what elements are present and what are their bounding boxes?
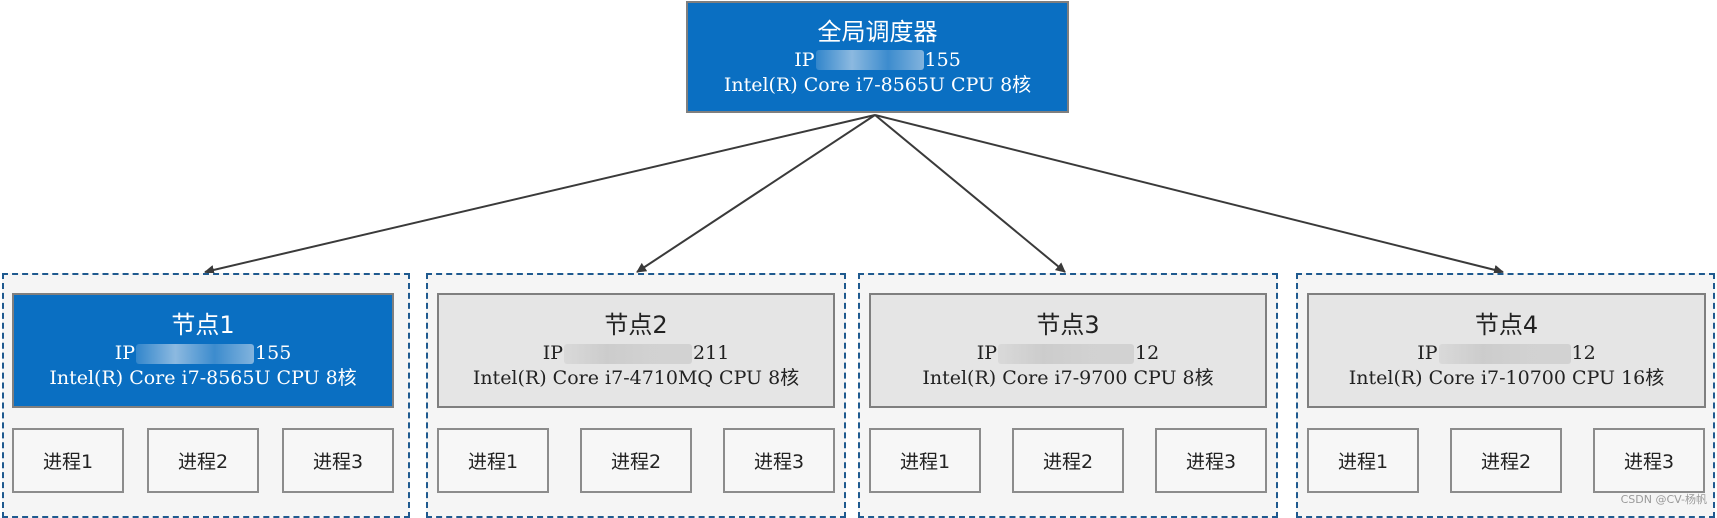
node-1-process-1: 进程1: [12, 428, 124, 493]
watermark: CSDN @CV-杨帆: [1620, 493, 1707, 506]
node-3-cpu: Intel(R) Core i7-9700 CPU 8核: [922, 367, 1214, 390]
scheduler-cpu: Intel(R) Core i7-8565U CPU 8核: [723, 73, 1032, 96]
node-3-title: 节点3: [1036, 311, 1100, 340]
node-2-ip: IP 211: [542, 342, 730, 365]
node-3-ip: IP 12: [976, 342, 1160, 365]
node-3-process-2: 进程2: [1012, 428, 1124, 493]
node-3-box: 节点3 IP 12 Intel(R) Core i7-9700 CPU 8核: [869, 293, 1267, 408]
node-3-process-1: 进程1: [869, 428, 981, 493]
node-2-process-3: 进程3: [723, 428, 835, 493]
node-1-process-2: 进程2: [147, 428, 259, 493]
node-1-ip: IP 155: [114, 342, 292, 365]
node-2-title: 节点2: [604, 311, 668, 340]
node-4-ip: IP 12: [1417, 342, 1596, 365]
node-2-process-1: 进程1: [437, 428, 549, 493]
ip-redaction: [998, 343, 1135, 364]
node-4-process-2: 进程2: [1450, 428, 1562, 493]
ip-redaction: [136, 343, 255, 364]
node-4-process-1: 进程1: [1307, 428, 1419, 493]
node-1-process-3: 进程3: [282, 428, 394, 493]
ip-redaction: [1438, 343, 1571, 364]
node-1-cpu: Intel(R) Core i7-8565U CPU 8核: [49, 367, 357, 390]
node-3-process-3: 进程3: [1155, 428, 1267, 493]
arrow-to-node-1: [204, 114, 876, 275]
node-2-process-2: 进程2: [580, 428, 692, 493]
node-4-cpu: Intel(R) Core i7-10700 CPU 16核: [1348, 367, 1665, 390]
node-2-cpu: Intel(R) Core i7-4710MQ CPU 8核: [472, 367, 800, 390]
ip-redaction: [564, 343, 693, 364]
arrow-to-node-3: [874, 114, 1066, 273]
arrow-to-node-2: [636, 114, 876, 273]
node-4-box: 节点4 IP 12 Intel(R) Core i7-10700 CPU 16核: [1307, 293, 1706, 408]
node-4-title: 节点4: [1474, 311, 1539, 340]
node-1-title: 节点1: [171, 311, 235, 340]
scheduler-title: 全局调度器: [817, 17, 938, 46]
node-2-box: 节点2 IP 211 Intel(R) Core i7-4710MQ CPU 8…: [437, 293, 835, 408]
node-4-process-3: 进程3: [1593, 428, 1705, 493]
arrow-to-node-4: [874, 114, 1504, 275]
global-scheduler-box: 全局调度器 IP 155 Intel(R) Core i7-8565U CPU …: [686, 1, 1069, 113]
scheduler-ip: IP 155: [794, 48, 961, 71]
ip-redaction: [815, 50, 924, 71]
node-1-box: 节点1 IP 155 Intel(R) Core i7-8565U CPU 8核: [12, 293, 394, 408]
